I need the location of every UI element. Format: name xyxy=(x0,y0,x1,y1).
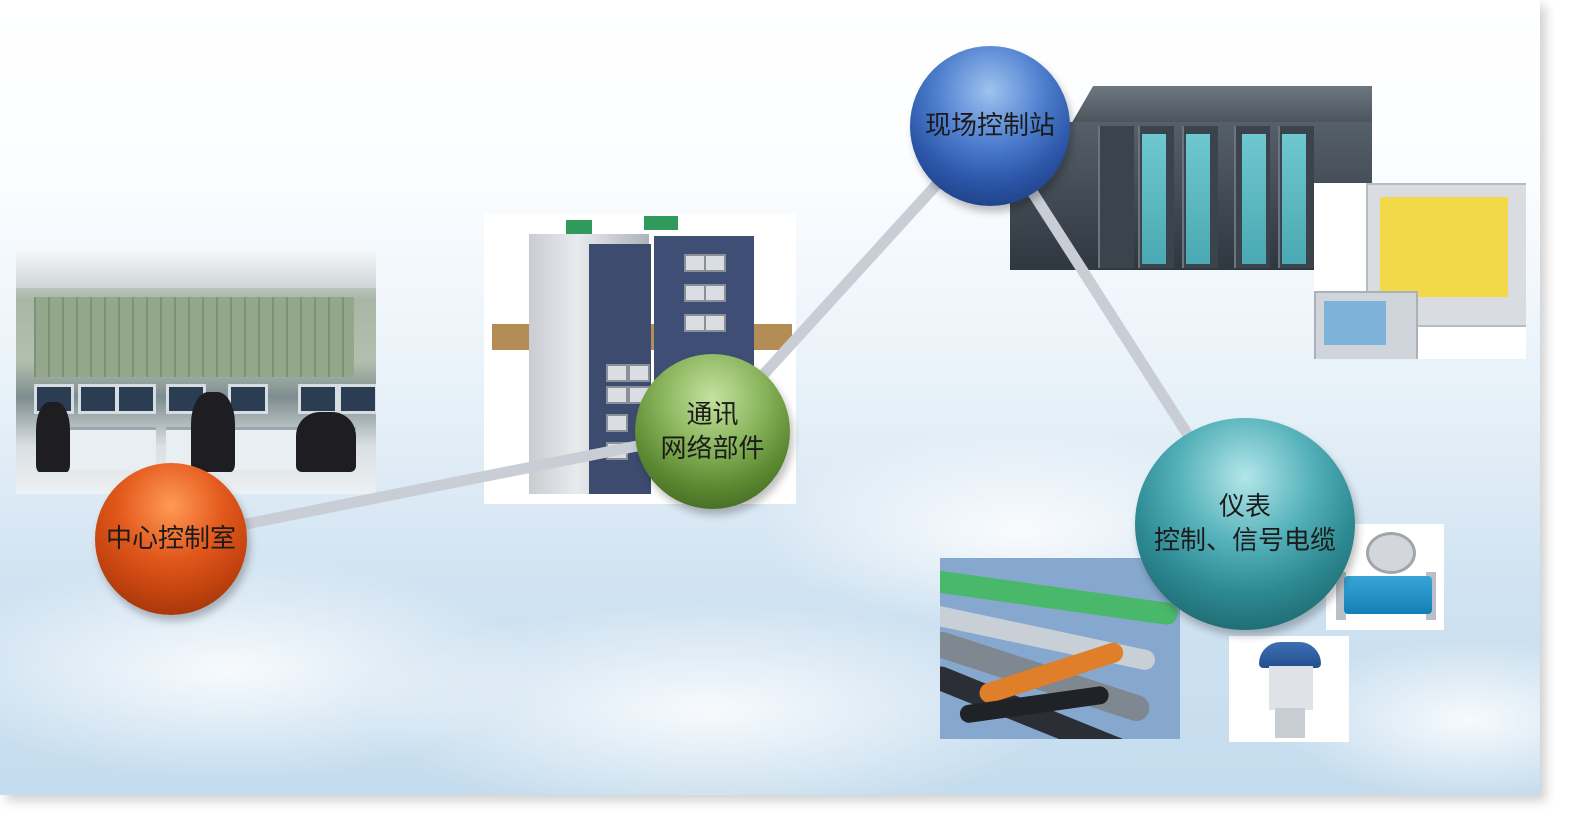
node-instrumentation: 仪表 控制、信号电缆 xyxy=(1135,418,1355,630)
control-room-photo xyxy=(16,252,376,494)
node-communication-network: 通讯 网络部件 xyxy=(635,354,790,509)
node-communication-network-line1: 通讯 xyxy=(686,399,739,430)
node-instrumentation-line1: 仪表 xyxy=(1218,492,1271,522)
node-center-control-room: 中心控制室 xyxy=(95,463,247,615)
connector-center-to-comm xyxy=(165,425,718,545)
node-field-control-station: 现场控制站 xyxy=(910,46,1070,206)
cable-bundle-photo xyxy=(940,558,1180,739)
node-communication-network-line2: 网络部件 xyxy=(660,433,765,464)
node-instrumentation-line2: 控制、信号电缆 xyxy=(1153,526,1336,556)
node-center-control-room-label: 中心控制室 xyxy=(105,524,236,554)
diagram-panel: 中心控制室 通讯 网络部件 现场控制站 仪表 控制、信号电缆 xyxy=(0,0,1540,795)
node-field-control-station-label: 现场控制站 xyxy=(924,111,1055,141)
flowmeter-photo xyxy=(1326,524,1444,630)
level-sensor-photo xyxy=(1229,636,1349,742)
hmi-panel-photo xyxy=(1314,183,1526,359)
plc-rack-photo xyxy=(1010,86,1372,272)
